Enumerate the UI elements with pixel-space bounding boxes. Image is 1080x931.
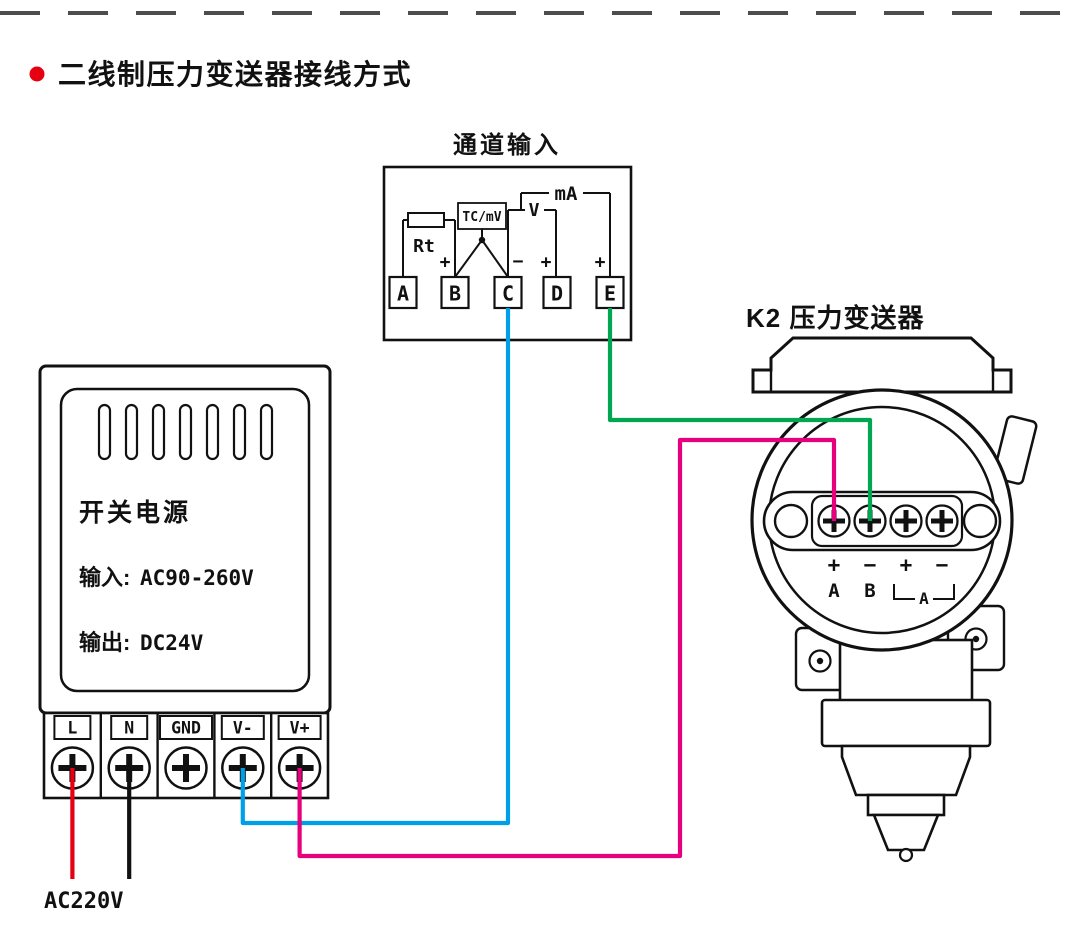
terminal-label-n: N bbox=[124, 719, 134, 738]
ac-supply-label: AC220V bbox=[44, 889, 123, 914]
block-end-circle-left bbox=[773, 503, 809, 539]
input-terminal-e-label: E bbox=[604, 282, 616, 306]
pressure-transmitter: K2 压力变送器 bbox=[746, 303, 1038, 863]
input-terminal-b-label: B bbox=[449, 282, 461, 306]
vent-slot bbox=[124, 403, 139, 461]
transmitter-cap-steps bbox=[769, 370, 995, 392]
psu-panel bbox=[59, 387, 311, 693]
polarity-d: + bbox=[541, 252, 552, 273]
screw-group-frame bbox=[810, 494, 964, 548]
vent-slot bbox=[232, 403, 247, 461]
transmitter-screw-3 bbox=[889, 504, 923, 538]
transmitter-terminal-labels: + − + − A B A bbox=[828, 553, 955, 608]
input-terminals: A B C D E bbox=[388, 275, 625, 310]
tx-polarity-2: − bbox=[864, 553, 877, 577]
input-terminal-b bbox=[440, 275, 470, 310]
channel-input-title: 通道输入 bbox=[453, 131, 561, 159]
ma-range-lines: mA bbox=[520, 183, 611, 277]
transmitter-screw-4 bbox=[925, 504, 959, 538]
wire-signal-minus bbox=[240, 308, 511, 826]
block-end-circle-right bbox=[962, 503, 998, 539]
tc-mv-label: TC/mV bbox=[462, 210, 501, 225]
v-range-lines: V bbox=[507, 200, 557, 277]
terminal-label-vplus: V+ bbox=[290, 719, 310, 738]
terminal-label-box-gnd bbox=[159, 715, 213, 740]
psu-input-label: 输入: bbox=[79, 565, 130, 590]
transmitter-title: K2 压力变送器 bbox=[746, 303, 924, 333]
terminal-label-box-vplus bbox=[277, 715, 322, 740]
input-terminal-a-label: A bbox=[397, 282, 409, 306]
tx-polarity-4: − bbox=[936, 553, 949, 577]
tx-polarity-1: + bbox=[828, 553, 841, 577]
wire-signal-plus bbox=[297, 437, 837, 859]
tx-letter-a: A bbox=[828, 580, 840, 602]
terminal-strip-dividers bbox=[99, 713, 273, 798]
vent-slot bbox=[205, 403, 220, 461]
v-label: V bbox=[529, 200, 540, 221]
group-label: A bbox=[919, 589, 929, 608]
power-supply-module: 开关电源 输入: AC90-260V 输出: DC24V L N GND V- … bbox=[38, 364, 332, 800]
junction-dot bbox=[478, 236, 486, 244]
psu-terminal-strip: L N GND V- V+ bbox=[42, 711, 330, 800]
input-terminal-d bbox=[542, 275, 572, 310]
vent-slot bbox=[178, 403, 193, 461]
tx-polarity-3: + bbox=[900, 553, 913, 577]
input-terminal-e bbox=[595, 275, 625, 310]
terminal-label-vminus: V- bbox=[233, 719, 253, 738]
rt-label: Rt bbox=[413, 236, 435, 257]
connector-tip bbox=[872, 813, 940, 852]
tx-letter-b: B bbox=[864, 580, 875, 602]
ma-label: mA bbox=[555, 183, 578, 205]
psu-output-label: 输出: bbox=[79, 630, 130, 655]
psu-output-value: DC24V bbox=[140, 631, 204, 655]
wiring: AC220V bbox=[44, 308, 873, 914]
transmitter-plate bbox=[820, 698, 992, 748]
wire-current-loop bbox=[607, 308, 873, 521]
section-header: 二线制压力变送器接线方式 bbox=[29, 58, 412, 90]
hex-nut bbox=[840, 744, 972, 797]
vent-slot bbox=[151, 403, 166, 461]
input-terminal-c-label: C bbox=[502, 282, 514, 306]
rt-resistor: Rt bbox=[402, 212, 456, 277]
vent-slot bbox=[259, 403, 274, 461]
input-terminal-d-label: D bbox=[551, 282, 563, 306]
psu-input-value: AC90-260V bbox=[140, 566, 254, 590]
input-terminal-a bbox=[388, 275, 418, 310]
bullet-icon bbox=[29, 66, 45, 82]
terminal-label-box-vminus bbox=[220, 715, 265, 740]
terminal-label-gnd: GND bbox=[171, 719, 201, 738]
terminal-label-box-l bbox=[53, 715, 92, 740]
connector-ball bbox=[898, 847, 914, 863]
tc-mv-box bbox=[457, 202, 507, 230]
polarity-marks: + − + + bbox=[440, 251, 606, 273]
tc-mv-block: TC/mV bbox=[454, 202, 509, 278]
terminal-screw-gnd bbox=[164, 746, 208, 790]
terminal-label-box-n bbox=[110, 715, 149, 740]
transmitter-cap bbox=[751, 336, 1013, 394]
polarity-b: + bbox=[440, 252, 451, 273]
polarity-e: + bbox=[595, 252, 606, 273]
psu-name: 开关电源 bbox=[79, 499, 191, 527]
rt-resistor-body bbox=[407, 212, 445, 228]
vent-slot bbox=[97, 403, 112, 461]
section-title: 二线制压力变送器接线方式 bbox=[58, 58, 412, 90]
vent-slots bbox=[97, 403, 274, 461]
group-bracket bbox=[893, 584, 955, 600]
terminal-label-l: L bbox=[67, 719, 77, 738]
input-terminal-c bbox=[493, 275, 523, 310]
process-connector bbox=[866, 793, 946, 817]
polarity-c: − bbox=[513, 251, 524, 272]
